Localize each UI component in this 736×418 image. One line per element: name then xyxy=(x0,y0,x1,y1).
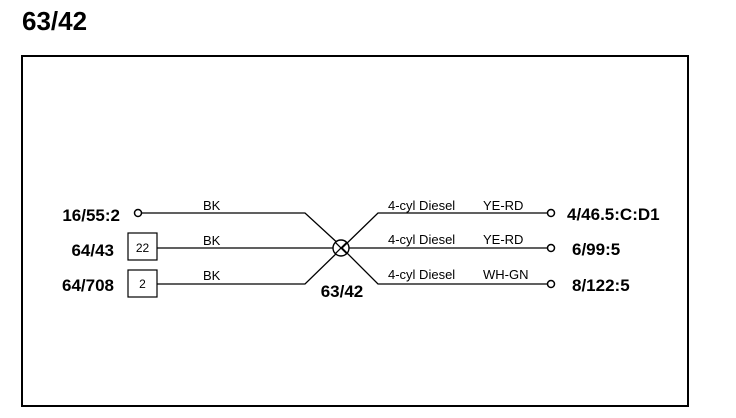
splice-label: 63/42 xyxy=(321,282,364,301)
left-ref-2[interactable]: 64/43 xyxy=(71,241,114,260)
pin-number-2: 22 xyxy=(136,241,150,255)
right-wire-color-1: YE-RD xyxy=(483,198,523,213)
diagram-frame xyxy=(21,55,689,407)
left-ref-3[interactable]: 64/708 xyxy=(62,276,114,295)
right-wire-1 xyxy=(341,212,547,249)
left-ref-1[interactable]: 16/55:2 xyxy=(62,206,120,225)
left-wire-3 xyxy=(157,247,343,285)
left-wire-color-2: BK xyxy=(203,233,221,248)
left-terminal-1 xyxy=(133,208,143,218)
right-condition-3: 4-cyl Diesel xyxy=(388,267,455,282)
splice-icon[interactable] xyxy=(332,239,350,257)
right-terminal-2 xyxy=(546,243,556,253)
right-wire-color-3: WH-GN xyxy=(483,267,529,282)
right-terminal-3 xyxy=(546,279,556,289)
left-wire-color-3: BK xyxy=(203,268,221,283)
right-ref-3[interactable]: 8/122:5 xyxy=(572,276,630,295)
right-wire-3 xyxy=(341,247,547,285)
left-wire-color-1: BK xyxy=(203,198,221,213)
right-terminal-1 xyxy=(546,208,556,218)
pin-number-3: 2 xyxy=(139,277,146,291)
right-ref-2[interactable]: 6/99:5 xyxy=(572,240,620,259)
right-condition-1: 4-cyl Diesel xyxy=(388,198,455,213)
left-wire-1 xyxy=(142,212,343,248)
right-condition-2: 4-cyl Diesel xyxy=(388,232,455,247)
pin-box-2 xyxy=(127,232,158,261)
page-title: 63/42 xyxy=(22,6,88,36)
right-ref-1[interactable]: 4/46.5:C:D1 xyxy=(567,205,660,224)
pin-box-3 xyxy=(127,269,158,298)
right-wire-color-2: YE-RD xyxy=(483,232,523,247)
